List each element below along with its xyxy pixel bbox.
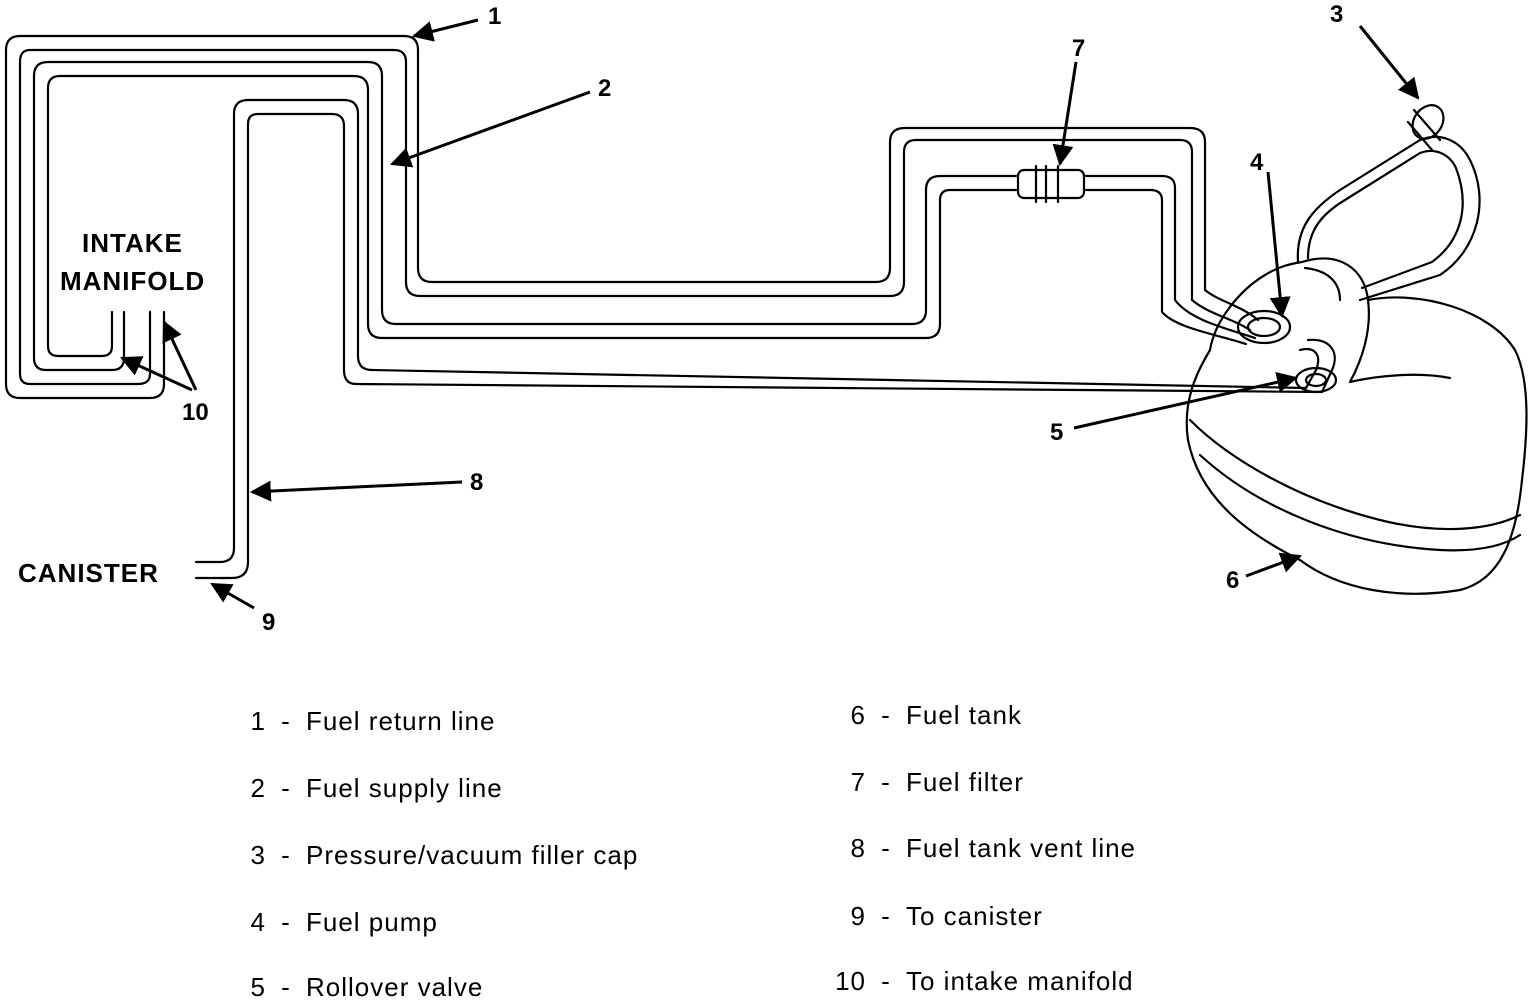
legend-number: 7 — [850, 767, 866, 797]
fuel-tank-front-curve — [1348, 298, 1452, 384]
vent-line-b — [194, 112, 1336, 580]
legend-text: Rollover valve — [306, 972, 484, 1002]
legend-number: 8 — [850, 833, 866, 863]
legend-separator: - — [881, 901, 891, 931]
fuel-pump-ring-inner — [1246, 316, 1282, 338]
legend-separator: - — [281, 907, 291, 937]
rollover-valve-inner — [1304, 372, 1328, 388]
legend-separator: - — [281, 773, 291, 803]
legend-text: Fuel tank vent line — [906, 833, 1137, 863]
legend-text: Fuel tank — [906, 700, 1022, 730]
legend-text: To intake manifold — [906, 966, 1134, 996]
legend-separator: - — [281, 972, 291, 1002]
legend-number: 3 — [250, 840, 266, 870]
fuel-supply-line-c — [32, 60, 1018, 372]
legend-item-4: 4-Fuel pump — [222, 907, 438, 938]
legend-item-2: 2-Fuel supply line — [222, 773, 503, 804]
legend-number: 9 — [850, 901, 866, 931]
legend-item-9: 9-To canister — [822, 901, 1043, 932]
callout-5: 5 — [1050, 419, 1063, 446]
callout-3: 3 — [1330, 1, 1343, 28]
legend-text: Fuel filter — [906, 767, 1024, 797]
fuel-tank-body — [1185, 257, 1528, 595]
fuel-pump-ring-outer — [1236, 309, 1292, 345]
legend-separator: - — [881, 700, 891, 730]
legend-item-8: 8-Fuel tank vent line — [822, 833, 1136, 864]
legend-text: Fuel return line — [306, 706, 496, 736]
fuel-filter-body — [1016, 168, 1086, 200]
legend-item-7: 7-Fuel filter — [822, 767, 1024, 798]
legend-separator: - — [281, 706, 291, 736]
legend-number: 5 — [250, 972, 266, 1002]
callout-8: 8 — [470, 469, 483, 496]
callout-10: 10 — [182, 399, 209, 426]
canister-label: CANISTER — [18, 558, 159, 588]
filler-neck-inner — [1306, 149, 1464, 290]
fuel-supply-line-d — [46, 74, 1018, 358]
callout-9: 9 — [262, 609, 275, 636]
fuel-supply-line-a — [1084, 174, 1257, 340]
filler-neck-outer — [1296, 135, 1481, 302]
legend-separator: - — [881, 767, 891, 797]
legend-number: 1 — [250, 706, 266, 736]
callout-1: 1 — [488, 3, 501, 30]
legend-text: Fuel pump — [306, 907, 438, 937]
fuel-return-line-b — [18, 48, 1252, 386]
legend-text: To canister — [906, 901, 1043, 931]
callout-4: 4 — [1250, 149, 1264, 176]
callout-2: 2 — [598, 75, 611, 102]
legend-number: 4 — [250, 907, 266, 937]
legend-separator: - — [881, 966, 891, 996]
legend-item-10: 10-To intake manifold — [822, 966, 1134, 997]
fuel-tank-seam — [1198, 453, 1522, 552]
callout-6: 6 — [1226, 567, 1239, 594]
vent-line-a — [194, 98, 1320, 564]
legend-number: 10 — [835, 966, 866, 996]
fuel-system-diagram: 1 2 3 4 5 6 7 8 9 10 INTAKE MANIFOLD CAN… — [4, 1, 1528, 636]
fuel-tank-ridge — [1188, 418, 1522, 531]
legend-item-1: 1-Fuel return line — [222, 706, 495, 737]
legend-separator: - — [881, 833, 891, 863]
legend-separator: - — [281, 840, 291, 870]
legend-item-6: 6-Fuel tank — [822, 700, 1022, 731]
legend-text: Fuel supply line — [306, 773, 503, 803]
legend-number: 6 — [850, 700, 866, 730]
legend-item-3: 3-Pressure/vacuum filler cap — [222, 840, 638, 871]
intake-manifold-label-line1: INTAKE — [82, 228, 183, 258]
fuel-supply-line-b — [1084, 188, 1248, 346]
intake-manifold-label-line2: MANIFOLD — [60, 266, 205, 296]
fuel-return-line-a — [4, 34, 1260, 400]
legend-text: Pressure/vacuum filler cap — [306, 840, 639, 870]
legend-item-5: 5-Rollover valve — [222, 972, 483, 1003]
fuel-tank-top-edge — [1303, 266, 1342, 302]
legend-number: 2 — [250, 773, 266, 803]
callout-7: 7 — [1072, 35, 1085, 62]
